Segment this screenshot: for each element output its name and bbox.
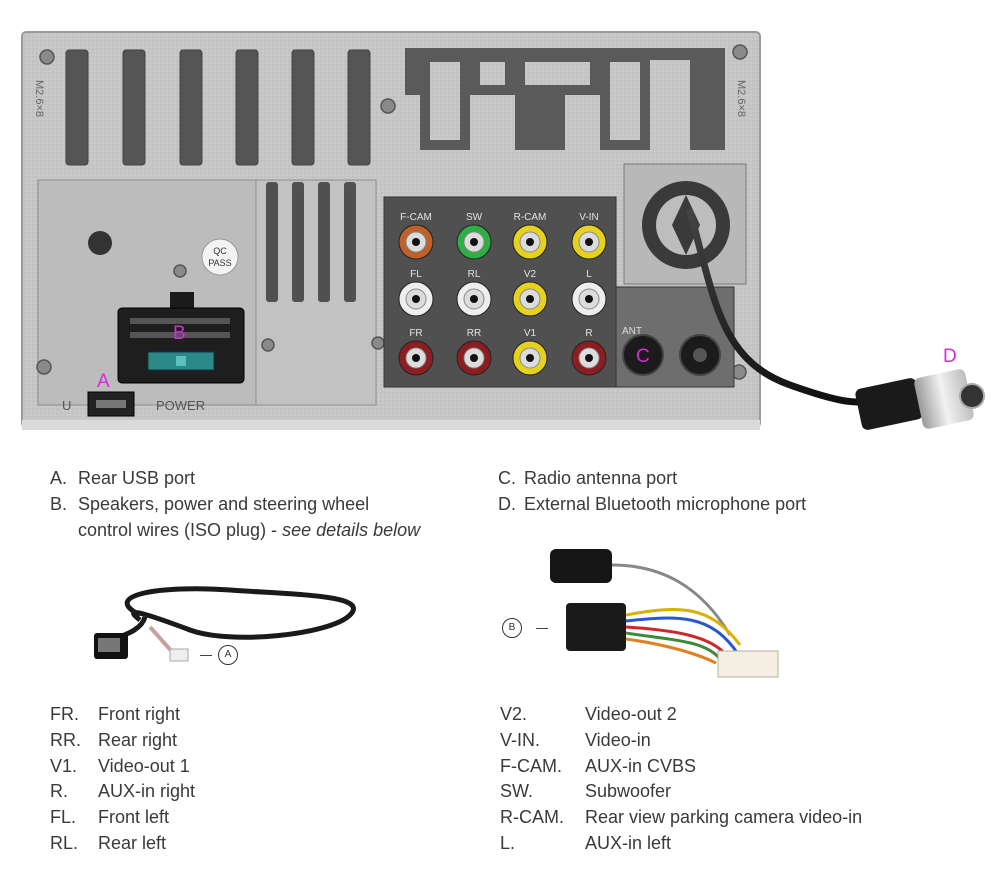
- legend-d-letter: D.: [498, 494, 516, 514]
- legend-row-left-desc: Rear left: [98, 833, 167, 853]
- rca-jack-pin: [470, 295, 478, 303]
- usb-tag-dash: [200, 655, 212, 657]
- screws: [36, 44, 748, 380]
- rca-label-fr: FR: [409, 328, 422, 339]
- callout-b: B: [173, 323, 186, 344]
- callout-a: A: [97, 371, 110, 392]
- rca-jack-pin: [412, 238, 420, 246]
- iso-tag-dash: [536, 628, 548, 630]
- usb-label: U: [62, 398, 71, 413]
- legend-b-text-line1: Speakers, power and steering wheel: [78, 494, 370, 514]
- legend-row-left-desc: AUX-in right: [98, 781, 196, 802]
- antenna-port: [622, 334, 664, 376]
- legend-a-letter: A.: [50, 468, 68, 488]
- iso-harness-image: [550, 549, 779, 678]
- mic-connector: [855, 369, 985, 430]
- qc-pass-line2: PASS: [208, 258, 231, 268]
- legend-b-plain: control wires (ISO plug) -: [78, 520, 283, 540]
- legend-row-left-desc: Rear right: [98, 729, 178, 750]
- legend-row-right-desc: Video-out 2: [585, 704, 677, 724]
- legend-row-left-abbr: V1.: [50, 755, 78, 776]
- legend-row-left-abbr: RR.: [50, 729, 81, 750]
- rca-jack-pin: [470, 354, 478, 362]
- iso-tag: B: [502, 618, 522, 638]
- legend-row-right-abbr: V2.: [500, 704, 528, 724]
- side-marking-right: M2.6×8: [735, 80, 747, 117]
- legend-row-left-abbr: FR.: [50, 704, 79, 724]
- rca-label-v-in: V-IN: [579, 212, 598, 223]
- rca-label-r: R: [585, 328, 592, 339]
- legend-row-left-abbr: FL.: [50, 807, 77, 828]
- rca-jack-pin: [412, 354, 420, 362]
- rca-label-r-cam: R-CAM: [514, 212, 547, 223]
- device-rear-panel: QC PASS M2.6×8 M2.6×8 U POWER F-CAM SW R-C…: [21, 31, 985, 430]
- rca-label-rr: RR: [467, 328, 481, 339]
- legend-b-letter: B.: [50, 494, 68, 514]
- legend-d-text: External Bluetooth microphone port: [524, 494, 807, 514]
- legend-row-right-abbr: V-IN.: [500, 729, 541, 750]
- legend-row-left-abbr: RL.: [50, 833, 79, 853]
- rca-label-f-cam: F-CAM: [400, 212, 432, 223]
- rca-jack-pin: [585, 238, 593, 246]
- legend-row-right-desc: Rear view parking camera video-in: [585, 807, 863, 828]
- side-marking-left: M2.6×8: [33, 80, 45, 117]
- legend-b-text-line2: control wires (ISO plug) - see details b…: [78, 518, 420, 542]
- legend-row-right-abbr: F-CAM.: [500, 755, 562, 776]
- rca-label-fl: FL: [410, 269, 422, 280]
- callout-c: C: [636, 346, 650, 367]
- rca-jack-pin: [470, 238, 478, 246]
- ant-label: ANT: [622, 326, 642, 337]
- power-label: POWER: [156, 398, 205, 413]
- rca-label-v1: V1: [524, 328, 537, 339]
- rca-jack-pin: [526, 354, 534, 362]
- legend-row-left-abbr: R.: [50, 781, 68, 802]
- rca-jack-pin: [585, 354, 593, 362]
- rca-label-rl: RL: [468, 269, 481, 280]
- legend-row-right-abbr: SW.: [500, 781, 534, 802]
- legend-row-right-abbr: L.: [500, 833, 516, 853]
- legend-c-text: Radio antenna port: [524, 468, 678, 488]
- rca-jack-pin: [585, 295, 593, 303]
- legend-row-left-desc: Video-out 1: [98, 755, 190, 776]
- rca-jack-pin: [526, 238, 534, 246]
- usb-tag: A: [218, 645, 238, 665]
- vent-slots: [65, 49, 371, 166]
- rca-jack-pin: [526, 295, 534, 303]
- legend-row-right-desc: AUX-in left: [585, 833, 672, 853]
- legend-row-right-abbr: R-CAM.: [500, 807, 564, 828]
- rca-jack-pin: [412, 295, 420, 303]
- rca-label-v2: V2: [524, 269, 537, 280]
- legend-row-right-desc: Subwoofer: [585, 781, 672, 802]
- rca-label-l: L: [586, 269, 592, 280]
- usb-cable-image: [94, 586, 356, 662]
- rca-label-sw: SW: [466, 212, 483, 223]
- legend-row-left-desc: Front right: [98, 704, 181, 724]
- legend-row-left-desc: Front left: [98, 807, 170, 828]
- callout-d: D: [943, 346, 957, 367]
- legend-a-text: Rear USB port: [78, 468, 196, 488]
- legend-c-letter: C.: [498, 468, 516, 488]
- qc-pass-line1: QC: [213, 246, 227, 256]
- legend-row-right-desc: Video-in: [585, 729, 651, 750]
- iso-connector: [117, 292, 245, 384]
- legend-b-see-details: see details below: [282, 520, 421, 540]
- legend-row-right-desc: AUX-in CVBS: [585, 755, 697, 776]
- rca-jacks: F-CAM SW R-CAM V-IN FL RL V2 L FR RR V1 R: [398, 212, 607, 376]
